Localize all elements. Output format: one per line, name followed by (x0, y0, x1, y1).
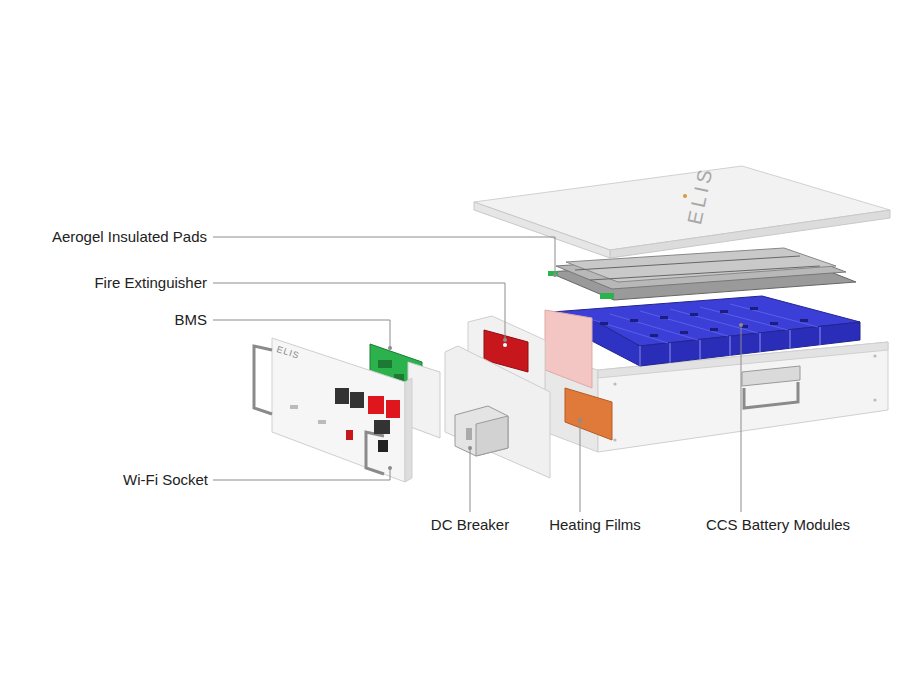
lid (474, 166, 890, 258)
part-label: Heating Films (525, 516, 665, 534)
leader-lines (213, 237, 741, 512)
aerogel-pad (545, 310, 592, 388)
part-label: Fire Extinguisher (0, 274, 207, 292)
leader-dots (388, 273, 743, 470)
part-label: CCS Battery Modules (680, 516, 876, 534)
part-label: Aerogel Insulated Pads (0, 228, 207, 246)
heating-film (565, 388, 612, 440)
front-panel (254, 338, 412, 482)
dc-breaker (455, 406, 508, 456)
part-label: Wi-Fi Socket (0, 471, 208, 489)
battery-box (545, 342, 888, 452)
part-label: DC Breaker (400, 516, 540, 534)
front-plate (445, 346, 550, 478)
ccs-plates (548, 248, 856, 300)
part-label: BMS (0, 311, 207, 329)
battery-cells (552, 296, 860, 366)
